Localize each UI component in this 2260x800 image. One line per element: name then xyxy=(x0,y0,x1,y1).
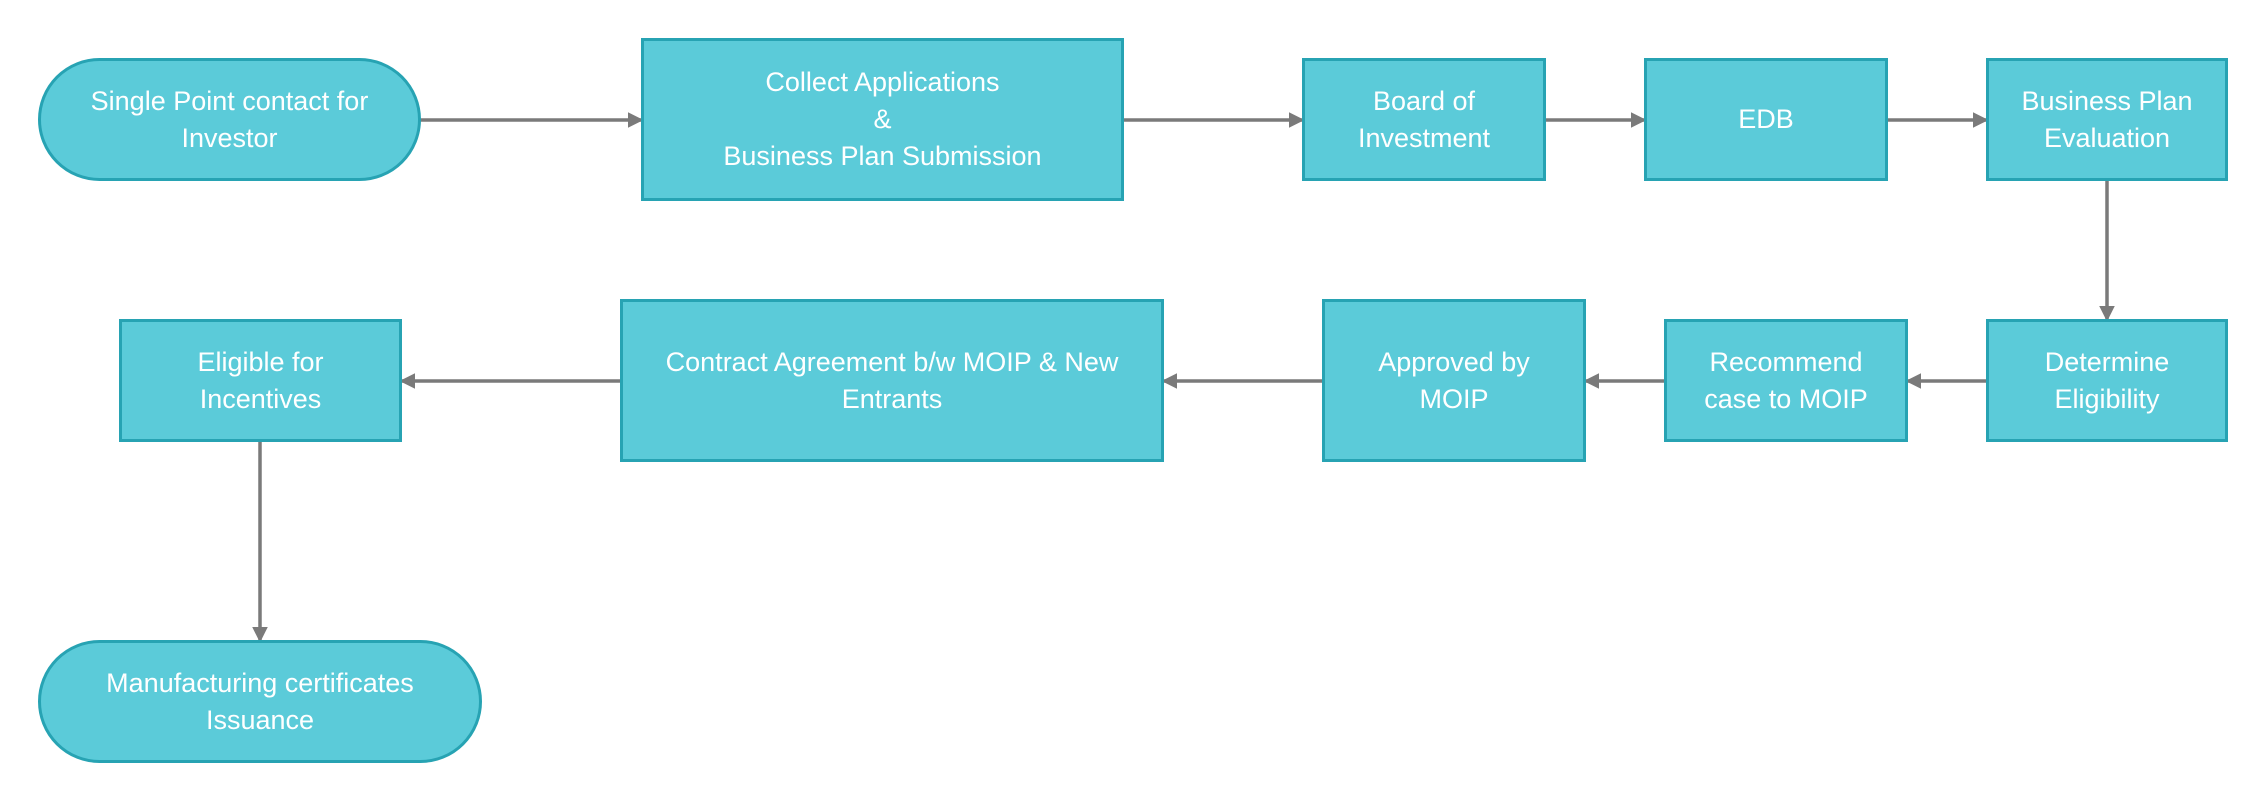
node-business-plan-evaluation: Business Plan Evaluation xyxy=(1986,58,2228,181)
node-eligible-for-incentives: Eligible for Incentives xyxy=(119,319,402,442)
node-label: Contract Agreement b/w MOIP & New Entran… xyxy=(665,346,1119,414)
node-label: Collect Applications & Business Plan Sub… xyxy=(723,67,1042,171)
node-label: Approved by MOIP xyxy=(1378,346,1530,414)
node-label: EDB xyxy=(1738,104,1794,134)
node-collect-applications: Collect Applications & Business Plan Sub… xyxy=(641,38,1124,201)
node-determine-eligibility: Determine Eligibility xyxy=(1986,319,2228,442)
node-contract-agreement: Contract Agreement b/w MOIP & New Entran… xyxy=(620,299,1164,462)
node-label: Board of Investment xyxy=(1357,85,1491,153)
node-single-point-contact: Single Point contact for Investor xyxy=(38,58,421,181)
node-manufacturing-certificates: Manufacturing certificates Issuance xyxy=(38,640,482,763)
node-label: Single Point contact for Investor xyxy=(90,85,369,153)
node-edb: EDB xyxy=(1644,58,1888,181)
node-label: Business Plan Evaluation xyxy=(2021,85,2193,153)
node-label: Eligible for Incentives xyxy=(197,346,324,414)
node-label: Manufacturing certificates Issuance xyxy=(106,667,414,735)
node-board-of-investment: Board of Investment xyxy=(1302,58,1546,181)
node-label: Determine Eligibility xyxy=(2044,346,2170,414)
node-approved-by-moip: Approved by MOIP xyxy=(1322,299,1586,462)
node-label: Recommend case to MOIP xyxy=(1704,346,1868,414)
node-recommend-case-to-moip: Recommend case to MOIP xyxy=(1664,319,1908,442)
